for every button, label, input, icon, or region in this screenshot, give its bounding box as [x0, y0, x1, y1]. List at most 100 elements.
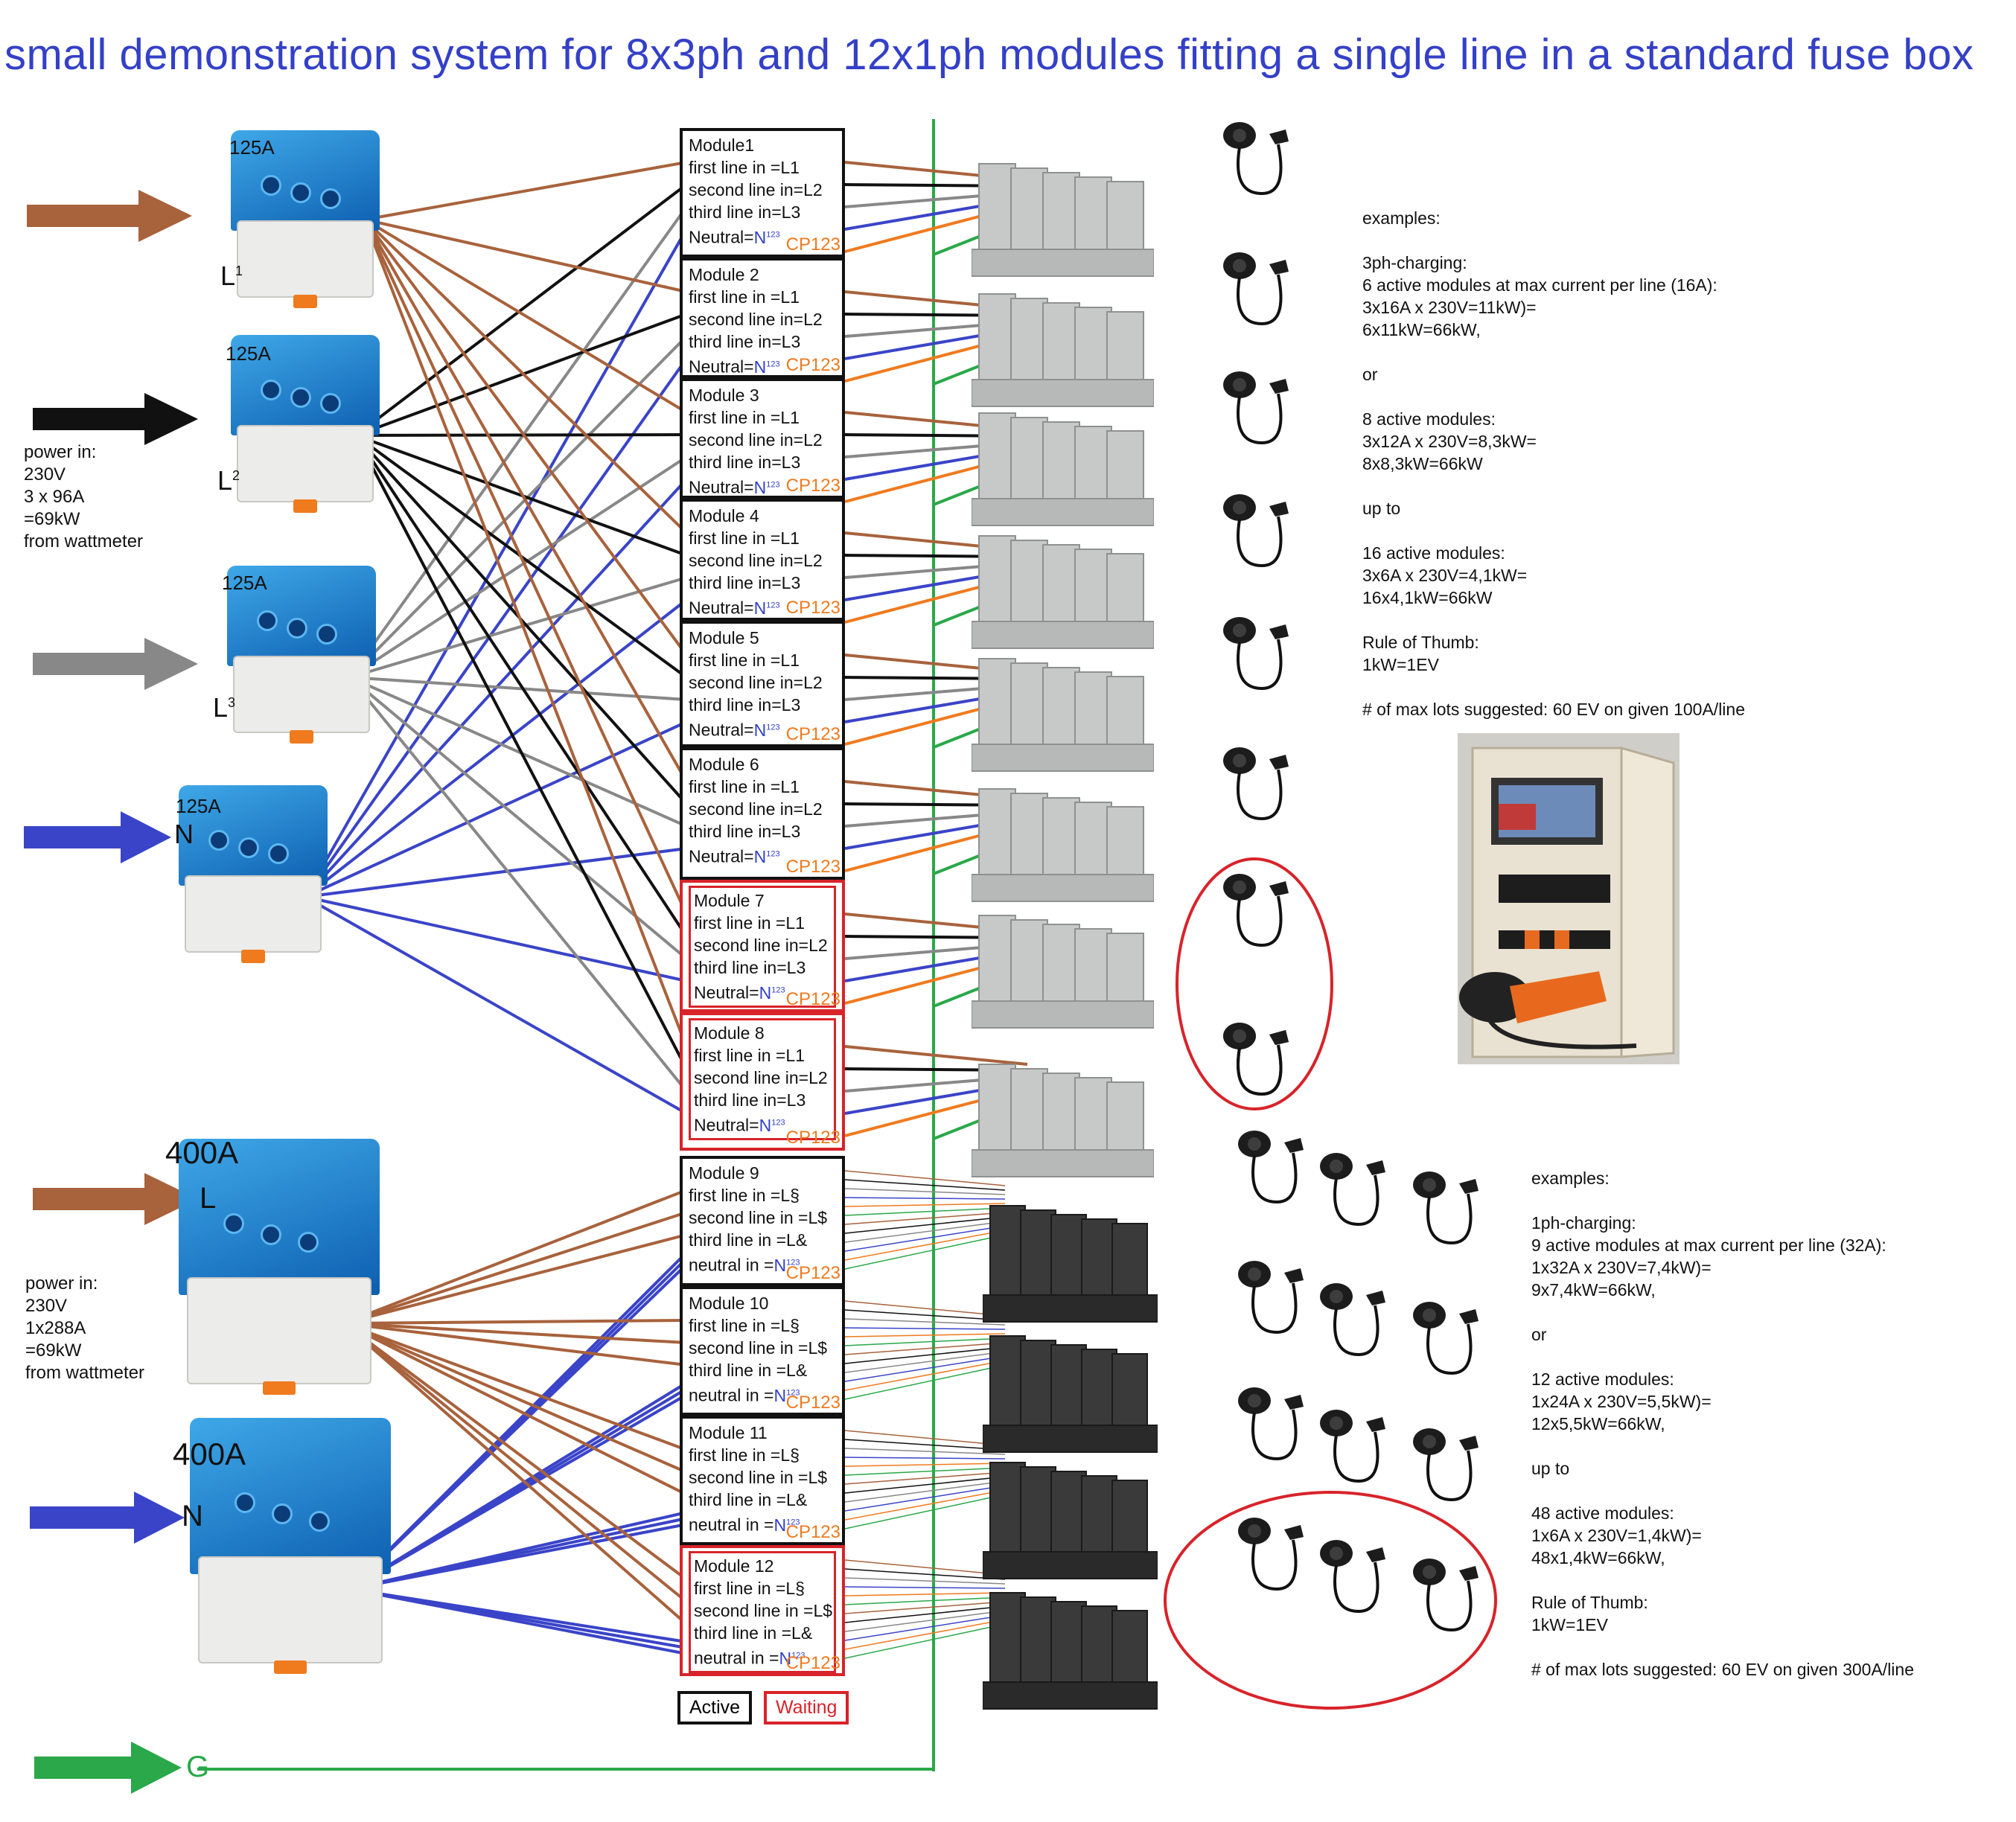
module-out-wire — [844, 1327, 1006, 1330]
module-out-wire — [844, 1471, 1006, 1485]
1ph-module-1: Module 9 first line in =L§ second line i… — [680, 1156, 845, 1286]
module-cp-label: CP123 — [785, 234, 840, 255]
distribution-block-l3 — [227, 566, 376, 744]
feed-wire — [348, 335, 688, 679]
module-out-wire — [844, 1559, 1006, 1576]
module-out-wire — [844, 1494, 1006, 1529]
terminal-block-3ph — [972, 915, 1154, 1029]
phase-1ph-n-label: N — [182, 1500, 203, 1532]
module-out-wire — [844, 1170, 1006, 1186]
1ph-module-4: Module 12 first line in =L§ second line … — [680, 1545, 845, 1676]
module-out-wire — [844, 1439, 1006, 1451]
diagram-title: small demonstration system for 8x3ph and… — [4, 31, 1974, 79]
module-line2: second line in=L2 — [694, 1068, 828, 1087]
terminal-block-3ph — [972, 412, 1154, 526]
module-line1: first line in =L1 — [689, 651, 800, 670]
module-out-wire — [844, 1188, 1006, 1195]
module-out-wire — [844, 1430, 1006, 1446]
module-line1: first line in =L1 — [689, 777, 800, 796]
module-out-wire — [844, 1586, 1006, 1589]
module-name: Module 6 — [689, 755, 759, 774]
ev-plug-icon — [1413, 1302, 1478, 1375]
module-out-wire — [844, 1179, 1006, 1191]
waiting-3ph-highlight — [1176, 857, 1333, 1110]
module-line2: second line in=L2 — [689, 180, 823, 199]
3ph-module-3: Module 3 first line in =L1 second line i… — [680, 378, 845, 499]
ev-plug-icon — [1320, 1540, 1385, 1614]
module-name: Module 12 — [694, 1556, 774, 1576]
n-input-arrow — [24, 811, 171, 863]
module-cp-label: CP123 — [785, 857, 840, 877]
module-cp-label: CP123 — [785, 1128, 840, 1148]
module-line2: second line in=L2 — [689, 430, 823, 450]
feed-wire — [363, 218, 688, 656]
distribution-block-l2 — [231, 335, 380, 513]
module-out-wire — [844, 1351, 1006, 1373]
module-out-wire — [844, 1221, 1006, 1243]
terminal-block-3ph — [972, 535, 1154, 649]
feed-wire — [348, 676, 688, 960]
module-out-wire — [844, 1230, 1006, 1261]
module-out-wire — [844, 1601, 1006, 1614]
terminal-block-3ph — [972, 788, 1154, 902]
module-line3: third line in=L3 — [689, 202, 801, 222]
feed-wire — [304, 598, 688, 898]
phase-l3-label: L3 — [213, 692, 236, 723]
feed-wire — [354, 435, 688, 1070]
module-cp-label: CP123 — [785, 724, 840, 744]
module-line3: third line in=L3 — [689, 332, 801, 351]
feed-wire — [349, 1588, 687, 1655]
feed-wire — [348, 1393, 688, 1591]
feed-wire — [349, 1523, 687, 1591]
phase-l1-label: L1 — [220, 260, 243, 291]
g-input-arrow — [34, 1742, 182, 1794]
3ph-module-8: Module 8 first line in =L1 second line i… — [680, 1012, 845, 1151]
module-line1: first line in =L1 — [689, 158, 800, 177]
ev-plug-icon — [1223, 252, 1289, 326]
feed-wire — [342, 1322, 688, 1603]
module-neutral: Neutral=N123 — [689, 598, 780, 618]
feed-wire — [363, 218, 688, 414]
l2-input-arrow — [33, 393, 198, 445]
module-out-wire — [844, 1467, 1006, 1476]
module-out-wire — [844, 1476, 1006, 1494]
module-out-wire — [844, 1197, 1006, 1200]
distribution-block-1ph-l — [179, 1139, 380, 1395]
module-line2: second line in=L2 — [694, 936, 828, 955]
module-line1: first line in =L1 — [689, 408, 800, 427]
module-out-wire — [844, 1342, 1006, 1355]
1ph-module-3: Module 11 first line in =L§ second line … — [680, 1416, 845, 1545]
module-out-wire — [844, 1592, 1006, 1596]
ground-label: G — [186, 1751, 210, 1783]
feed-wire — [349, 576, 687, 679]
module-out-wire — [844, 1225, 1006, 1252]
feed-wire — [354, 434, 688, 938]
n-1ph-input-arrow — [30, 1492, 185, 1544]
module-out-wire — [844, 1448, 1006, 1455]
module-out-wire — [844, 1318, 1006, 1326]
module-out-wire — [844, 1309, 1006, 1321]
module-out-wire — [844, 1360, 1006, 1391]
rating-1ph-n: 400A — [173, 1436, 246, 1471]
ev-plug-icon — [1413, 1559, 1478, 1632]
ev-plug-icon — [1320, 1283, 1385, 1357]
module-neutral: Neutral=N123 — [689, 477, 780, 497]
module-out-wire — [844, 1234, 1006, 1270]
module-name: Module 7 — [694, 891, 765, 910]
terminal-block-3ph — [972, 1064, 1154, 1177]
feed-wire — [348, 456, 688, 679]
phase-l2-label: L2 — [217, 465, 240, 496]
l3-input-arrow — [33, 638, 198, 690]
module-name: Module 4 — [689, 506, 759, 525]
module-out-wire — [844, 1614, 1006, 1641]
ev-plug-icon — [1223, 617, 1289, 691]
ev-plug-icon — [1238, 1518, 1304, 1591]
feed-wire — [363, 218, 688, 534]
module-name: Module 5 — [689, 628, 759, 648]
terminal-block-3ph — [972, 163, 1154, 277]
feed-wire — [363, 219, 688, 1047]
phase-n-label: N — [174, 819, 194, 849]
module-cp-label: CP123 — [785, 1393, 840, 1413]
module-line2: second line in=L2 — [689, 551, 823, 570]
feed-wire — [343, 1211, 687, 1325]
